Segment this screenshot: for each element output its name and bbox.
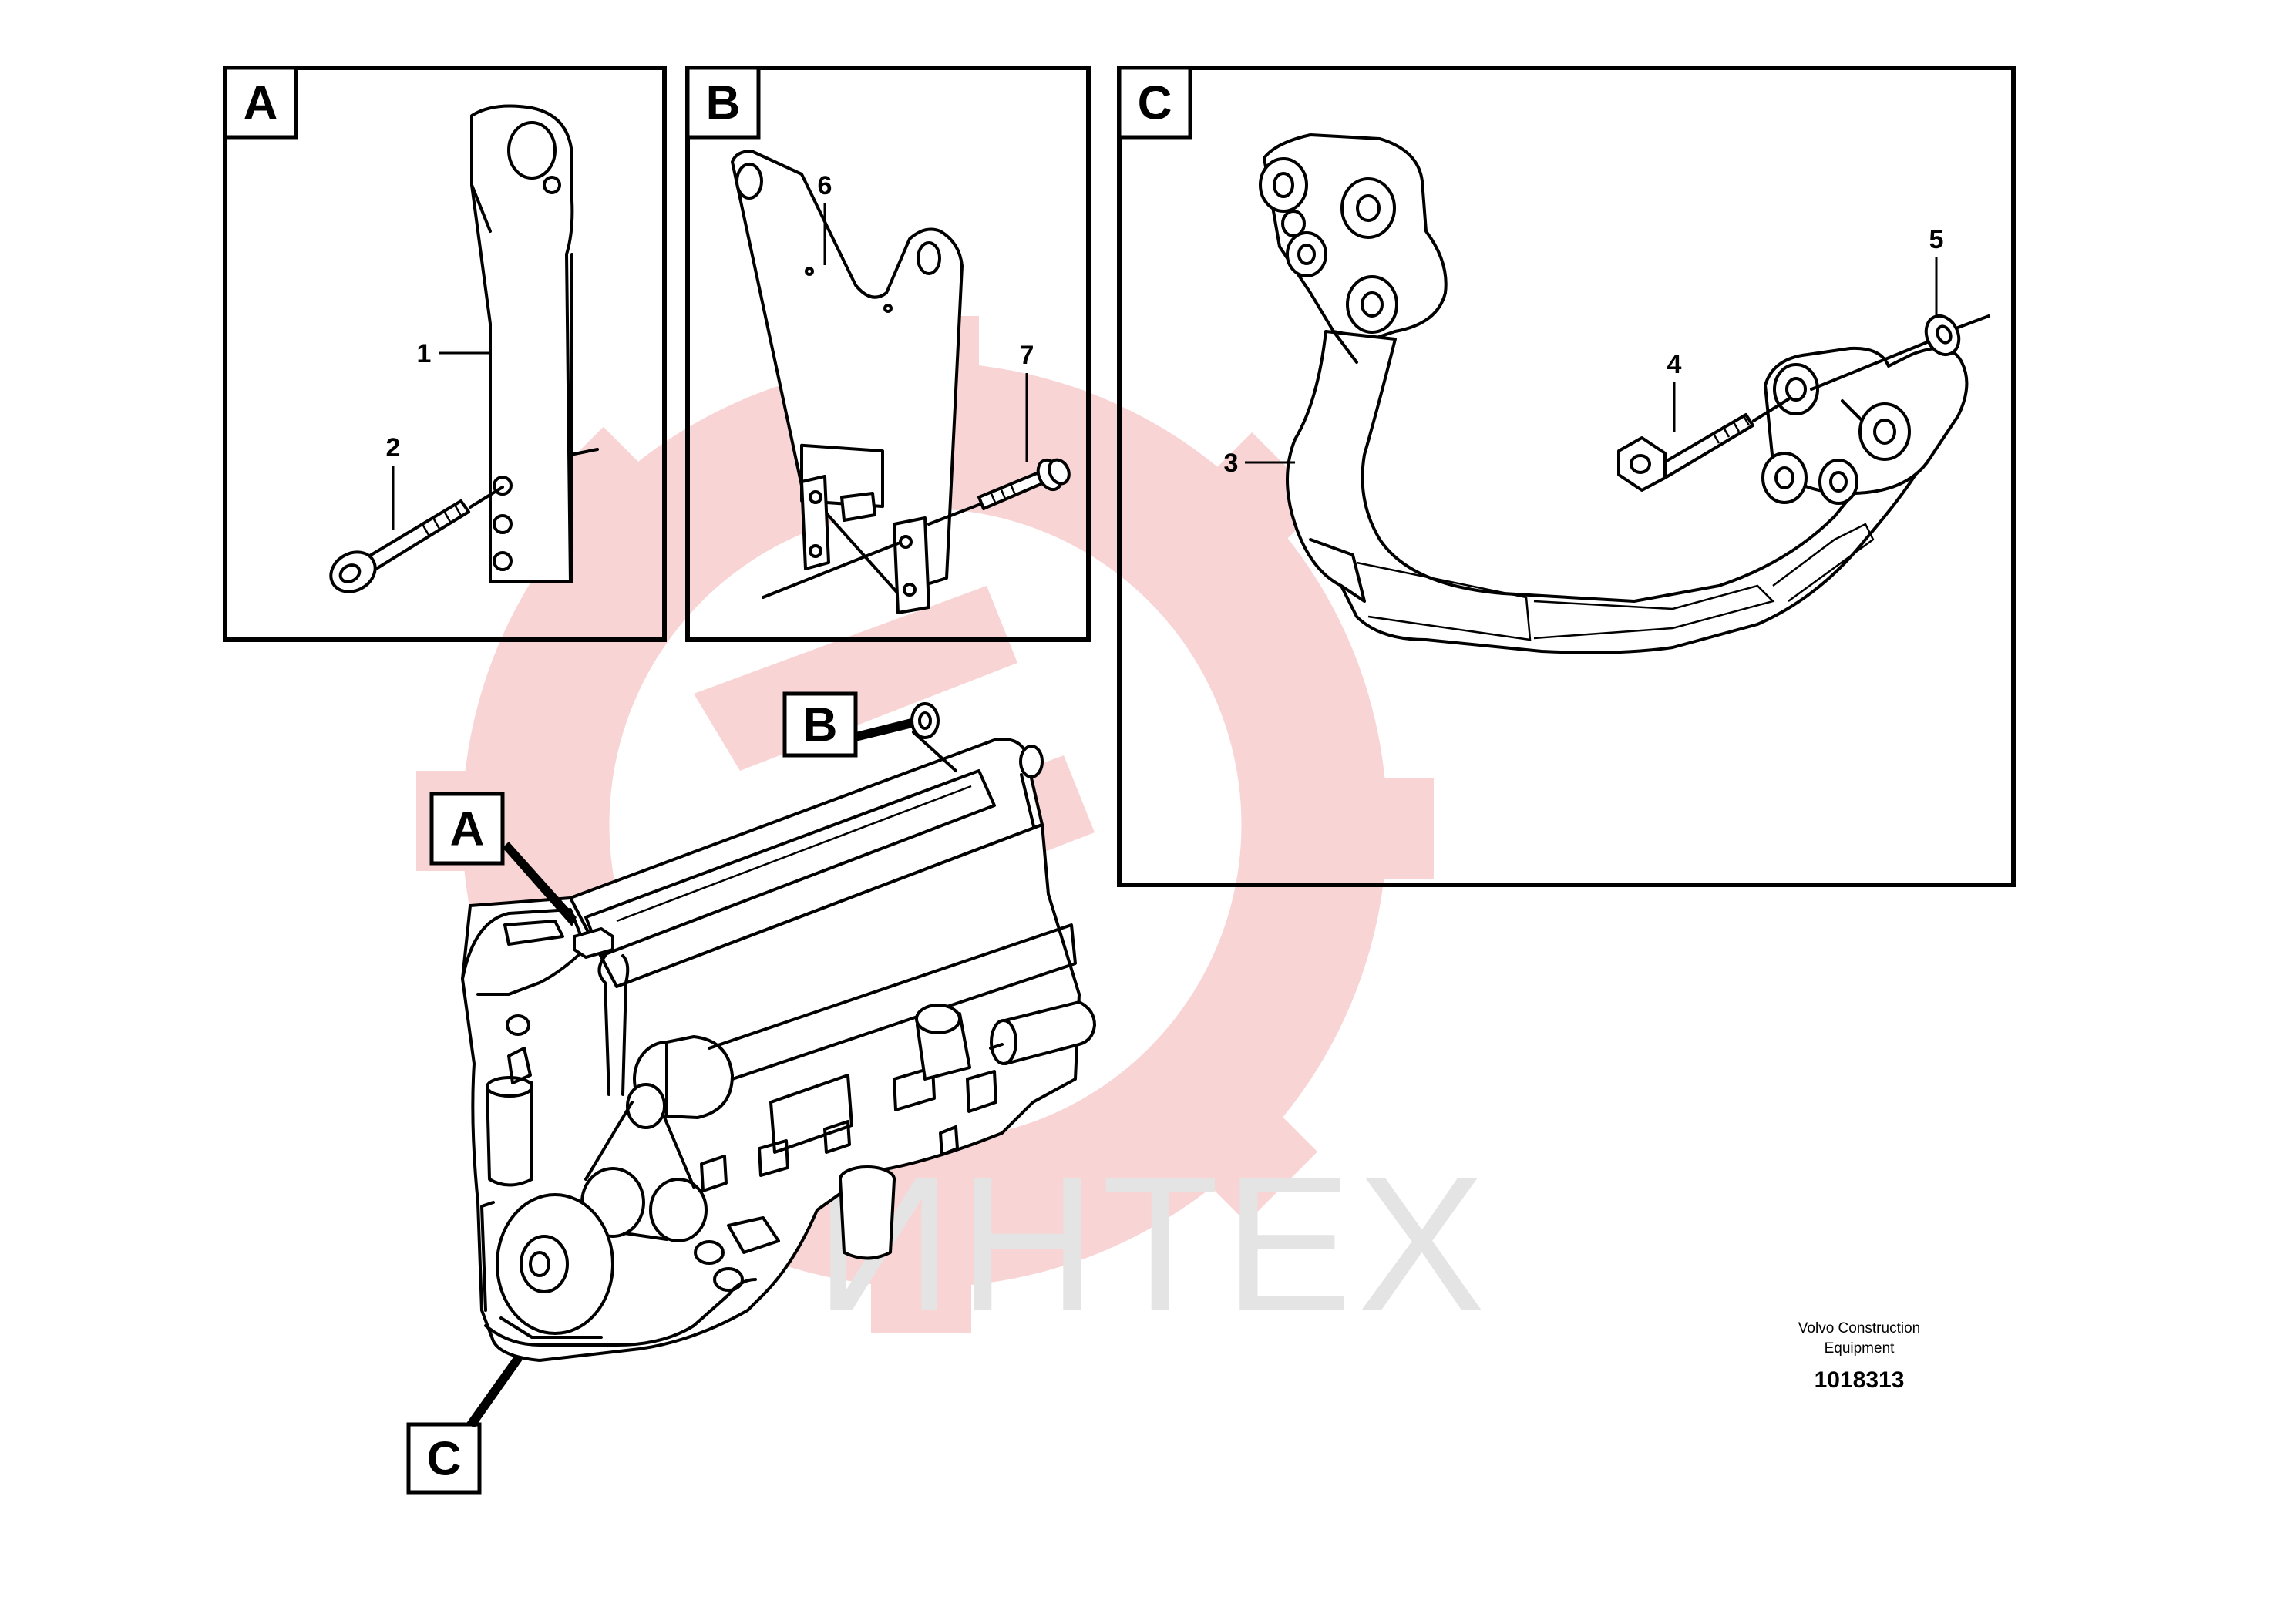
- screw-part-2: [329, 486, 504, 593]
- callout-2: 2: [386, 433, 401, 462]
- panel-a: A 1 2: [223, 66, 667, 642]
- engine-pointer-c-arrow: [466, 1355, 523, 1427]
- engine-pointer-a-box: [429, 792, 505, 866]
- panel-b-tag: B: [706, 77, 741, 130]
- engine-pointer-a-label: A: [450, 803, 485, 856]
- engine-pointer-c-box: [406, 1422, 482, 1495]
- engine-pointer-b: B: [782, 691, 913, 758]
- credit-block: Volvo Construction Equipment 1018313: [1798, 1320, 1920, 1393]
- credit-line-2: Equipment: [1825, 1340, 1895, 1357]
- panel-a-tag-box: [223, 66, 298, 140]
- watermark-text: ИНТЕХ: [815, 1136, 1490, 1351]
- callout-4: 4: [1667, 350, 1682, 379]
- panel-a-tag: A: [244, 77, 278, 130]
- washer-part-5: [1810, 314, 1990, 391]
- engine-pointer-b-label: B: [803, 699, 838, 752]
- panel-b: B 6 7: [685, 66, 1091, 642]
- tensioner-pulley: [626, 1083, 666, 1129]
- credit-line-1: Volvo Construction: [1798, 1320, 1920, 1337]
- callout-1: 1: [417, 339, 432, 368]
- engine-mount-bracket-part-3: [1259, 133, 1969, 654]
- panel-b-frame: [685, 66, 1091, 642]
- callout-6: 6: [818, 171, 832, 200]
- panel-c: C: [1117, 66, 2016, 887]
- panel-a-frame: [223, 66, 667, 642]
- flange-screw-part-7: [927, 458, 1071, 526]
- engine-overview: [461, 702, 1096, 1362]
- panel-c-tag: C: [1138, 77, 1172, 130]
- document-number: 1018313: [1815, 1367, 1905, 1393]
- engine-pointer-b-arrow: [856, 718, 913, 741]
- bolt-part-4: [1617, 398, 1790, 492]
- bracket-plate-part-6: [731, 150, 964, 614]
- panel-b-tag-box: [685, 66, 761, 140]
- callout-3: 3: [1224, 449, 1239, 478]
- panel-c-tag-box: [1117, 66, 1192, 140]
- oil-filler-cap: [573, 927, 614, 959]
- callout-7: 7: [1020, 341, 1034, 370]
- callout-5: 5: [1929, 225, 1944, 254]
- panel-c-frame: [1117, 66, 2016, 887]
- engine-pointer-c: C: [406, 1355, 523, 1495]
- oil-filter: [486, 1081, 533, 1187]
- engine-pointer-b-box: [782, 691, 858, 758]
- lifting-eye-part-1: [470, 104, 599, 583]
- engine-pointer-a: A: [429, 792, 577, 926]
- engine-pointer-a-arrow: [503, 842, 577, 926]
- fuel-filter-2: [1001, 1000, 1096, 1065]
- engine-pointer-c-label: C: [427, 1433, 462, 1486]
- water-pump-pulley: [649, 1178, 708, 1242]
